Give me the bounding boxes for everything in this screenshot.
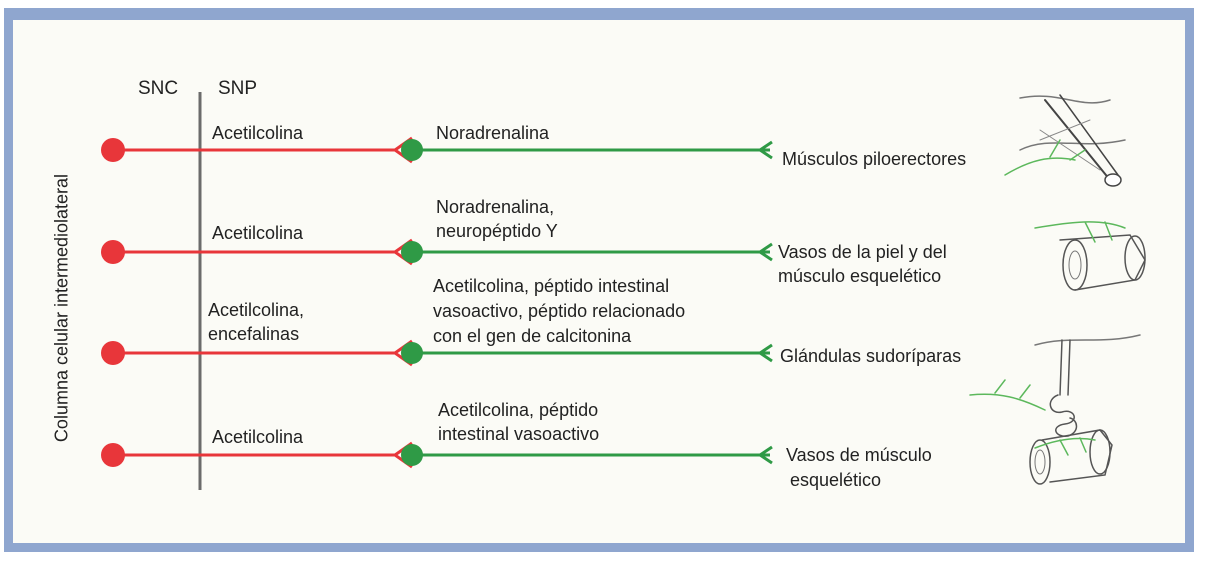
pathway-row-4 <box>101 441 773 469</box>
postganglionic-transmitter: Acetilcolina, péptido intestinal vasoact… <box>438 400 600 444</box>
postganglionic-transmitter: Noradrenalina <box>436 123 550 143</box>
blood-vessel-icon <box>1034 221 1146 291</box>
preganglionic-transmitter: Acetilcolina <box>212 427 304 447</box>
target-organ-label: Vasos de la piel y del músculo esqueléti… <box>778 242 947 286</box>
pathway-row-1 <box>101 136 773 164</box>
cns-header: SNC <box>138 78 179 99</box>
diagram-frame <box>4 8 1194 552</box>
pathway-row-2 <box>101 238 773 266</box>
ganglion-neuron <box>401 444 423 466</box>
postganglionic-terminal <box>757 140 773 160</box>
preganglionic-transmitter: Acetilcolina, encefalinas <box>208 300 305 344</box>
postganglionic-terminal <box>757 242 773 262</box>
piloerector-muscle-icon <box>1004 94 1126 187</box>
column-label: Columna celular intermediolateral <box>51 173 72 443</box>
postganglionic-terminal <box>757 445 773 465</box>
target-organ-label: Vasos de músculo esquelético <box>786 445 932 490</box>
ganglion-neuron <box>401 139 423 161</box>
preganglionic-neuron <box>101 138 125 162</box>
preganglionic-neuron <box>101 341 125 365</box>
target-organ-label: Glándulas sudoríparas <box>780 346 962 366</box>
pathway-row-3 <box>101 339 773 367</box>
postganglionic-terminal <box>757 343 773 363</box>
ganglion-neuron <box>401 342 423 364</box>
blood-vessel-icon <box>1029 429 1113 485</box>
postganglionic-transmitter: Noradrenalina, neuropéptido Y <box>436 197 558 241</box>
preganglionic-transmitter: Acetilcolina <box>212 223 304 243</box>
postganglionic-transmitter: Acetilcolina, péptido intestinal vasoact… <box>433 276 686 346</box>
ganglion-neuron <box>401 241 423 263</box>
preganglionic-transmitter: Acetilcolina <box>212 123 304 143</box>
pns-header: SNP <box>218 78 258 99</box>
sweat-gland-icon <box>969 334 1141 437</box>
target-organ-label: Músculos piloerectores <box>782 149 967 169</box>
preganglionic-neuron <box>101 240 125 264</box>
preganglionic-neuron <box>101 443 125 467</box>
